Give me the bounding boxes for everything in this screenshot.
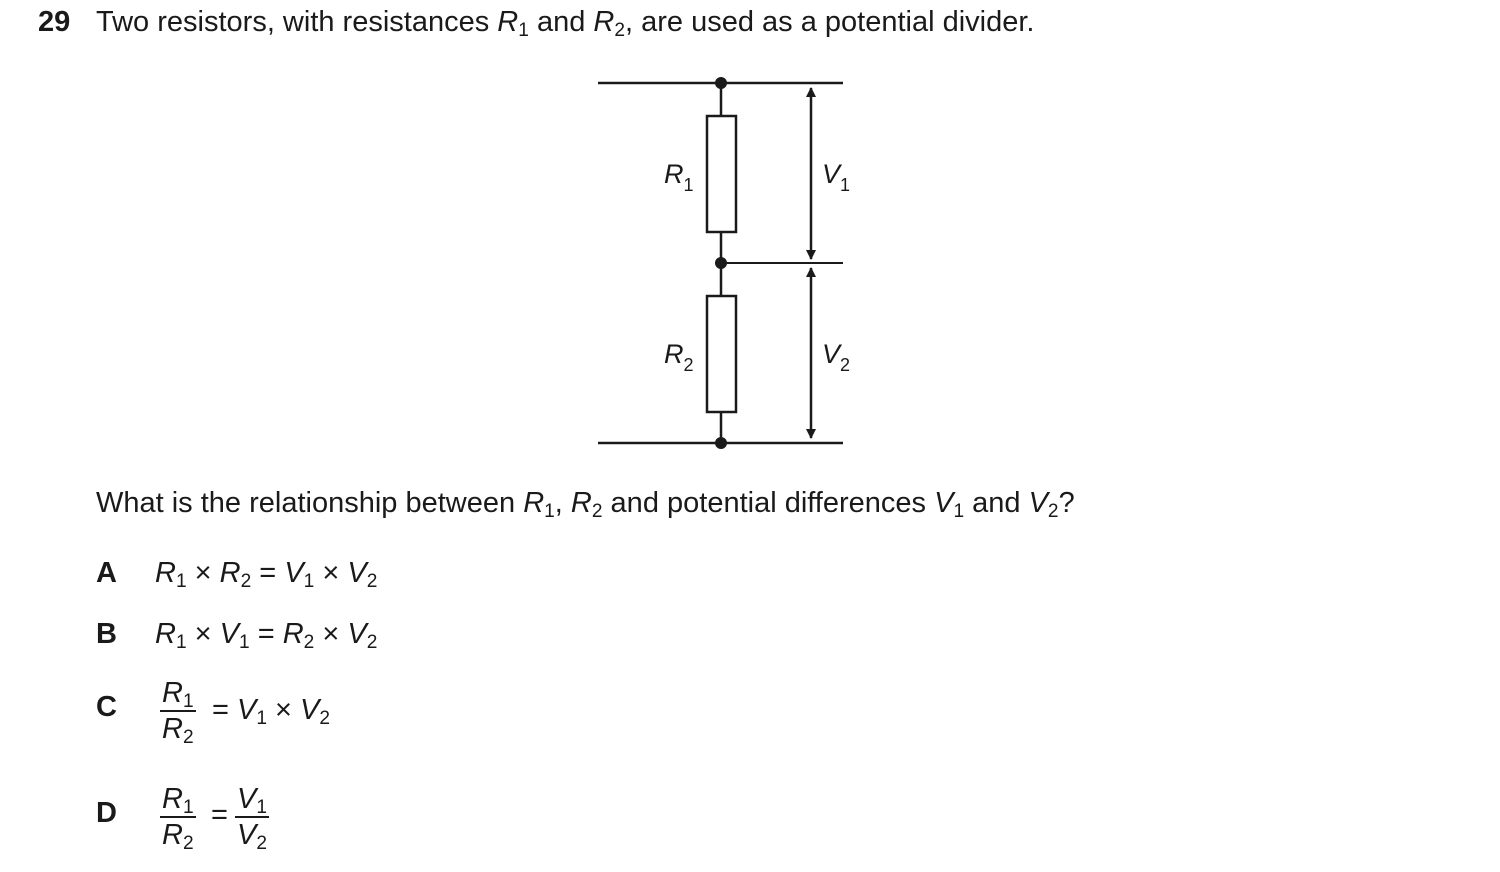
- option-a-equation[interactable]: R1 × R2 = V1 × V2: [155, 557, 378, 592]
- potential-divider-diagram: R1 V1 R2 V2: [598, 77, 850, 449]
- option-c-fraction: R1 R2: [160, 677, 196, 748]
- option-b-letter[interactable]: B: [96, 618, 117, 650]
- junction-top: [715, 77, 727, 89]
- option-d-fraction-left: R1 R2: [160, 783, 196, 854]
- option-a-letter[interactable]: A: [96, 557, 117, 589]
- junction-middle: [715, 257, 727, 269]
- question-number: 29: [38, 6, 71, 38]
- resistor-r2: [705, 294, 738, 414]
- option-c-letter[interactable]: C: [96, 691, 117, 723]
- junction-bottom: [715, 437, 727, 449]
- label-r1: R1: [664, 159, 694, 195]
- label-v2: V2: [822, 339, 850, 375]
- option-d-letter[interactable]: D: [96, 797, 117, 829]
- option-d-fraction-right: V1 V2: [235, 783, 269, 854]
- sub-question: What is the relationship between R1, R2 …: [96, 487, 1075, 522]
- resistor-r1: [705, 114, 738, 234]
- label-r2: R2: [664, 339, 694, 375]
- option-b-equation[interactable]: R1 × V1 = R2 × V2: [155, 618, 378, 653]
- question-text: Two resistors, with resistances R1 and R…: [96, 6, 1035, 41]
- label-v1: V1: [822, 159, 850, 195]
